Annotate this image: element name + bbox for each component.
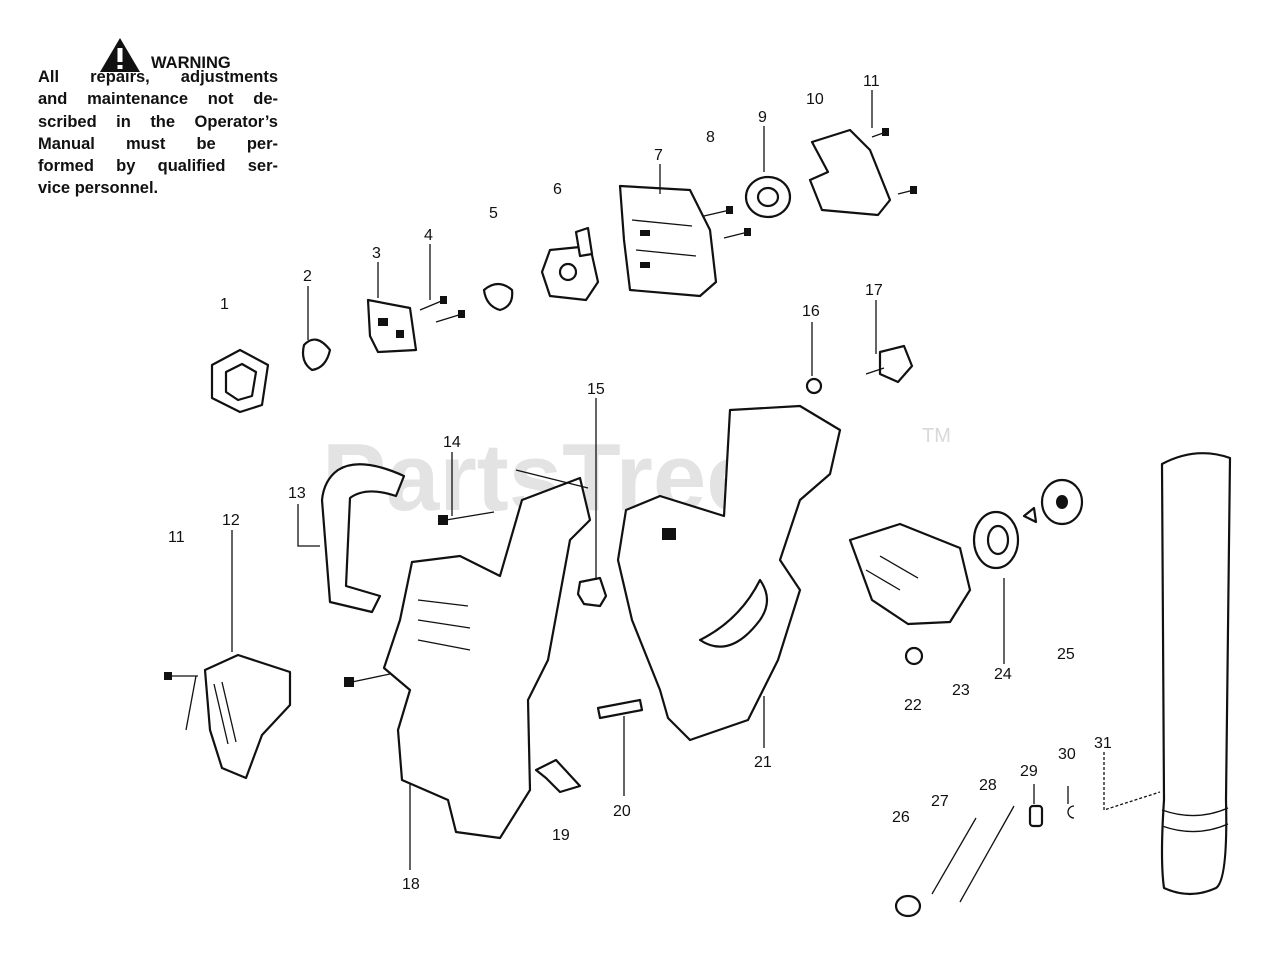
warning-title: WARNING (151, 54, 231, 72)
callout-29: 29 (1020, 763, 1038, 780)
part-29-filter (1028, 804, 1044, 828)
callout-6: 6 (553, 181, 562, 198)
callout-20: 20 (613, 803, 631, 820)
callout-27: 27 (931, 793, 949, 810)
callout-7: 7 (654, 147, 663, 164)
callout-17: 17 (865, 282, 883, 299)
callout-22: 22 (904, 697, 922, 714)
part-3-intake (366, 298, 418, 354)
callout-3: 3 (372, 245, 381, 262)
part-24-ring (972, 510, 1020, 570)
warning-line-6: vice personnel. (38, 179, 159, 198)
part-23-tube-elbow (848, 522, 972, 626)
part-27-hose (931, 817, 977, 895)
callout-13: 13 (288, 485, 306, 502)
warning-line-2: and maintenance not de- (38, 90, 278, 109)
part-31-blower-tube (1160, 452, 1232, 896)
callout-18: 18 (402, 876, 420, 893)
callout-21: 21 (754, 754, 772, 771)
callout-28: 28 (979, 777, 997, 794)
part-15-gear (576, 576, 608, 608)
callout-2: 2 (303, 268, 312, 285)
warning-notice: WARNING All repairs, adjustments and mai… (38, 36, 278, 200)
part-4-screws (419, 296, 465, 323)
warning-line-1: All repairs, adjustments (38, 68, 278, 86)
callout-11-left: 11 (168, 529, 185, 546)
callout-30: 30 (1058, 746, 1076, 763)
callout-31: 31 (1094, 735, 1112, 752)
part-8-screws (703, 206, 751, 239)
warning-line-3: scribed in the Operator’s (38, 112, 278, 131)
part-26-washer (894, 894, 922, 918)
part-19-clip (534, 758, 582, 794)
callout-25: 25 (1057, 646, 1075, 663)
callout-8: 8 (706, 129, 715, 146)
callout-26: 26 (892, 809, 910, 826)
callout-4: 4 (424, 227, 433, 244)
callout-9: 9 (758, 109, 767, 126)
callout-19: 19 (552, 827, 570, 844)
warning-header: WARNING (38, 36, 278, 72)
part-16-nut (805, 377, 823, 395)
part-18-blower-housing (382, 469, 592, 840)
callout-23: 23 (952, 682, 970, 699)
part-14-screw (438, 511, 495, 525)
part-30-clamp (1067, 805, 1075, 819)
part-13-handle (320, 463, 406, 614)
part-7-housing (618, 184, 718, 298)
callout-12: 12 (222, 512, 240, 529)
warning-triangle-icon (100, 38, 140, 72)
part-18-screw (344, 673, 391, 687)
callout-11-top: 11 (863, 73, 880, 90)
part-9-spacer (744, 175, 792, 219)
callout-10: 10 (806, 91, 824, 108)
part-21-housing (616, 404, 842, 742)
callout-5: 5 (489, 205, 498, 222)
watermark-trademark: TM (922, 425, 951, 447)
callout-24: 24 (994, 666, 1012, 683)
part-1-gasket (210, 348, 270, 414)
part-28-hose (959, 805, 1015, 903)
callout-16: 16 (802, 303, 820, 320)
warning-line-5: formed by qualified ser- (38, 157, 278, 176)
part-10-bracket (808, 128, 892, 217)
part-5-diaphragm (482, 282, 514, 312)
part-12-filter-cover (164, 653, 292, 780)
part-20-pin (596, 698, 644, 720)
warning-line-4: Manual must be per- (38, 134, 278, 153)
leader-lines (231, 90, 1161, 870)
callout-1: 1 (220, 296, 229, 313)
part-2-plate (301, 338, 332, 372)
part-17-knob (865, 344, 914, 384)
part-6-carburetor (540, 226, 600, 302)
callout-15: 15 (587, 381, 605, 398)
part-25-cap (1022, 478, 1084, 526)
part-22-grommet (904, 646, 924, 666)
part-11-screws (871, 128, 917, 195)
callout-labels: 1 2 3 4 5 6 7 8 9 10 11 11 12 13 14 15 1… (168, 73, 1112, 893)
callout-14: 14 (443, 434, 461, 451)
